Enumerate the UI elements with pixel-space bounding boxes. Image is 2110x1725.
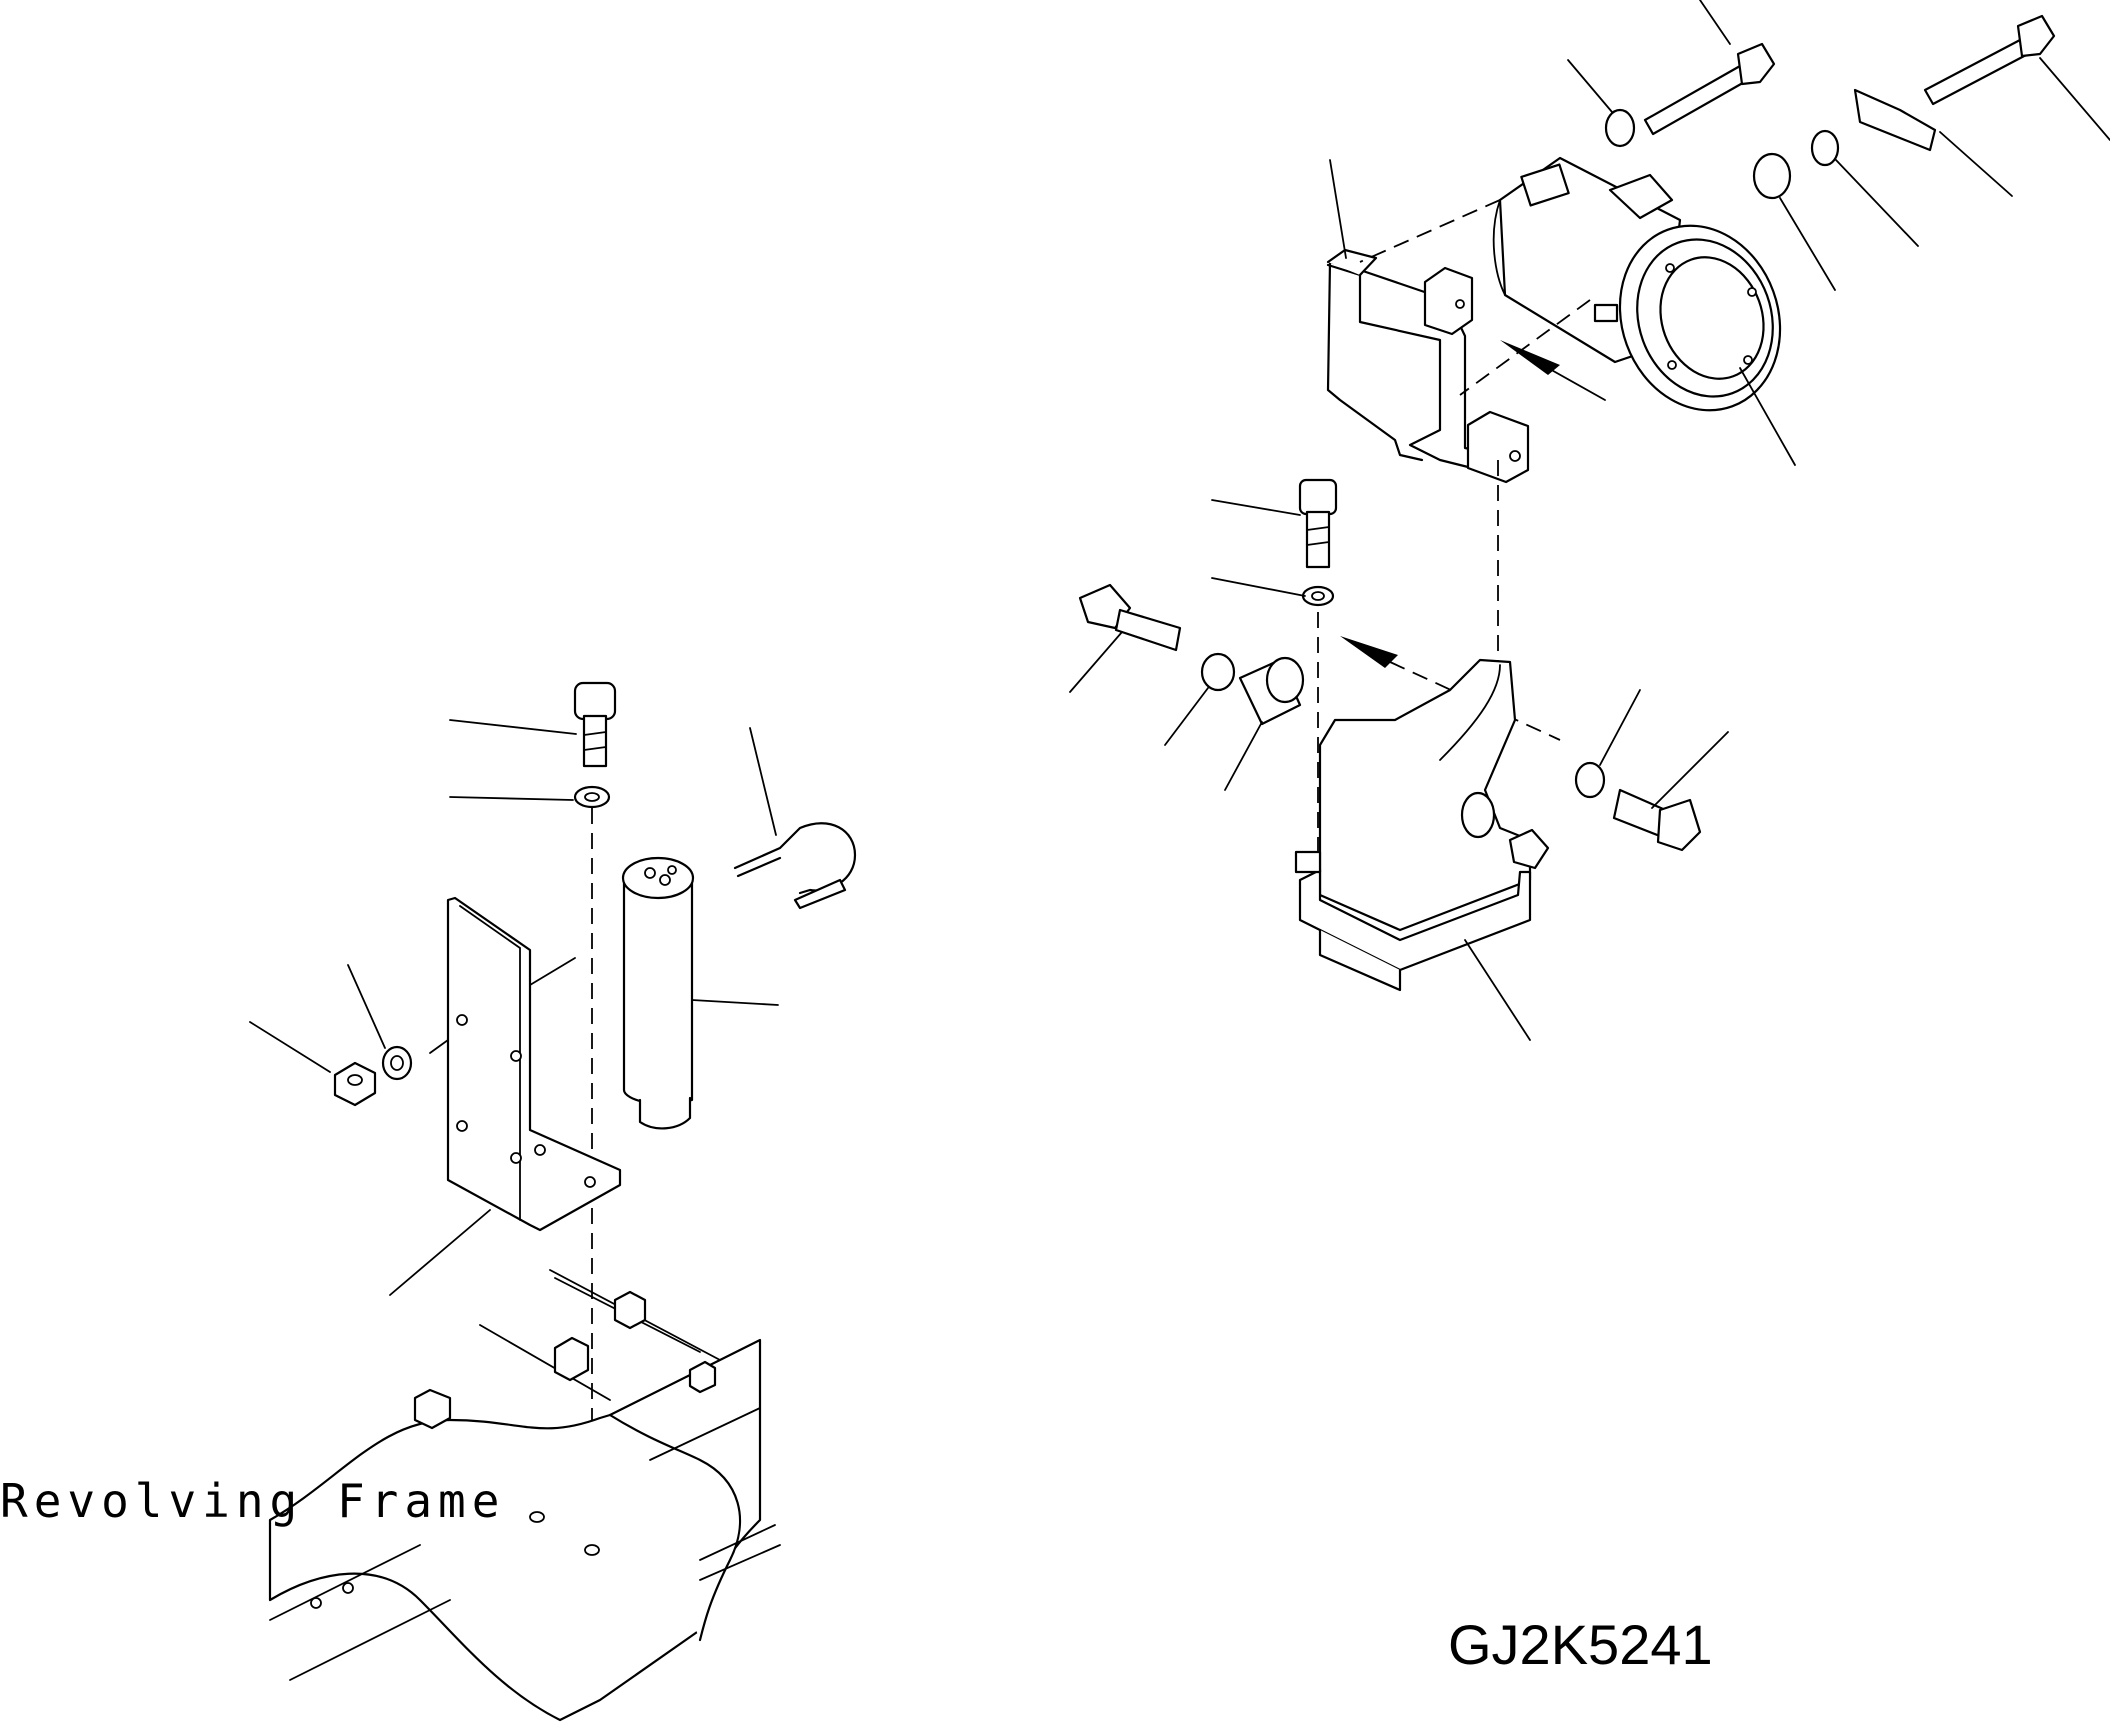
bolt-top-center [1643,42,1776,136]
spacer-collar [1752,152,1792,200]
arrow-upper [1500,340,1560,375]
drawing-code: GJ2K5241 [1448,1613,1713,1676]
washer-top-left [1604,108,1636,148]
bolt-vertical-mid [1298,478,1338,569]
receiver-dryer-assembly [249,681,857,1540]
leader-lines-lower [249,719,779,1296]
nut-left [333,1061,377,1107]
revolving-frame [268,1269,781,1722]
upper-bracket [1326,248,1530,484]
clip-bracket [1853,88,1937,152]
compressor-assembly [1069,0,2110,1041]
mounting-plate [446,896,622,1232]
receiver-dryer [621,856,695,1130]
bolt-top-right [1923,14,2056,106]
washer-left [1200,652,1236,692]
bolt-horizontal-right [1612,788,1702,852]
frame-label: Revolving Frame [0,1474,505,1528]
bolt-horizontal-left [1078,583,1182,652]
leader-lines-mid [1069,499,1729,809]
arrow-lower [1340,636,1398,668]
washer-right [1574,761,1606,799]
lower-bracket [1294,658,1550,992]
washer-top-right [1810,129,1840,167]
u-bolt-clamp [733,822,857,910]
leader-lines-upper [1329,0,2110,466]
compressor [1492,156,1782,412]
bolt-vertical-left [573,681,617,768]
